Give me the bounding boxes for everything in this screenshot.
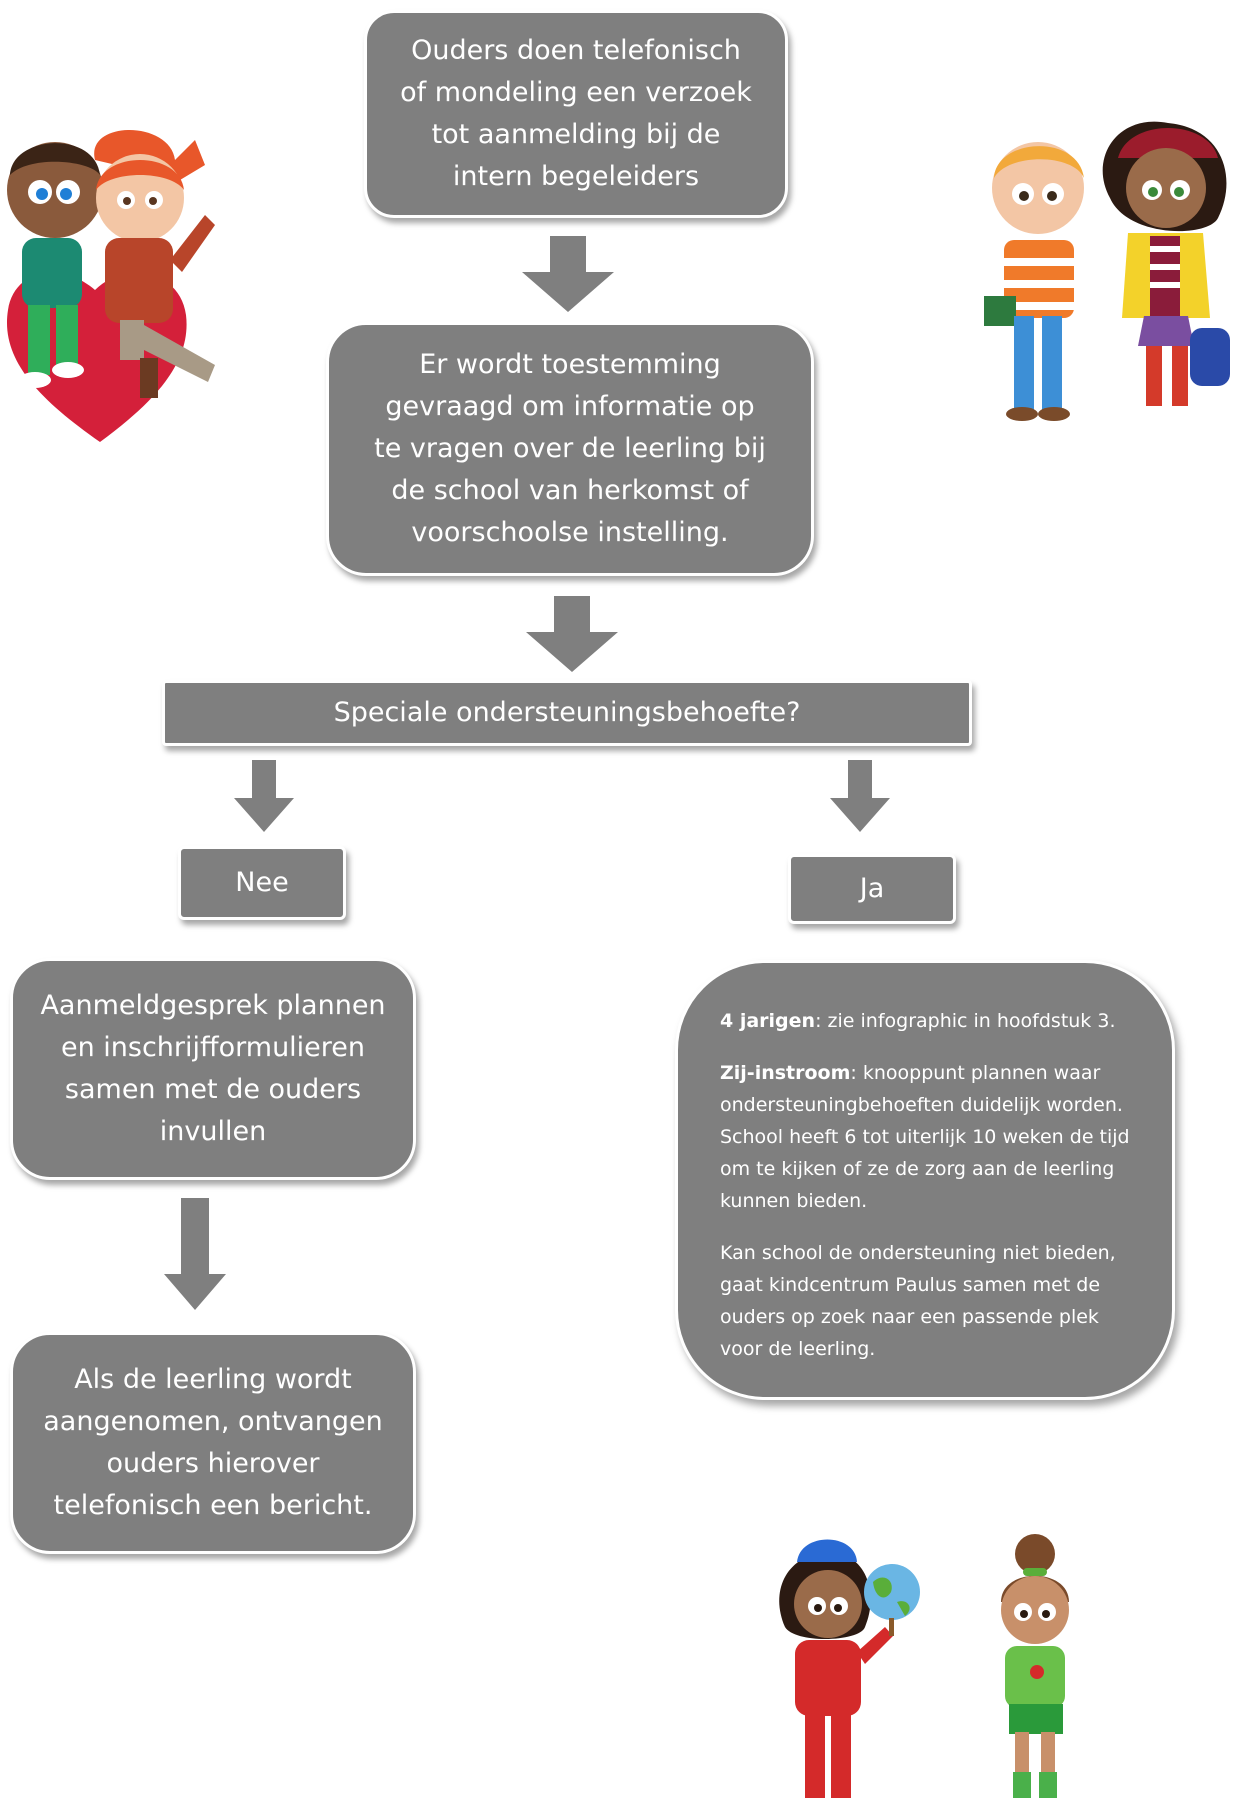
detail-paragraph-4-jarigen: 4 jarigen: zie infographic in hoofdstuk … [720,1005,1142,1037]
yes-label-text: Ja [859,873,885,904]
decision-text: Speciale ondersteuningsbehoefte? [333,697,801,728]
plan-intake-text: Aanmeldgesprek plannen en inschrijfformu… [40,990,386,1147]
special-support-detail-box: 4 jarigen: zie infographic in hoofdstuk … [675,960,1175,1400]
kids-with-backpacks-illustration [984,121,1230,421]
kids-with-globe-illustration [779,1534,1069,1798]
acceptance-message-text: Als de leerling wordt aangenomen, ontvan… [43,1364,383,1521]
step-request-box: Ouders doen telefonisch of mondeling een… [364,10,788,218]
no-label-text: Nee [235,867,289,898]
arrow-down-icon [830,760,890,832]
detail-text-zij-instroom: : knooppunt plannen waar ondersteuningbe… [720,1062,1130,1212]
step-permission-box: Er wordt toestemming gevraagd om informa… [326,322,814,576]
kids-on-heart-illustration [6,130,215,442]
acceptance-message-box: Als de leerling wordt aangenomen, ontvan… [10,1332,416,1554]
decision-box: Speciale ondersteuningsbehoefte? [162,680,972,746]
detail-text-4-jarigen: : zie infographic in hoofdstuk 3. [815,1010,1116,1032]
detail-paragraph-alternative: Kan school de ondersteuning niet bieden,… [720,1242,1116,1360]
arrow-down-icon [164,1198,226,1310]
yes-label-box: Ja [788,854,956,924]
plan-intake-box: Aanmeldgesprek plannen en inschrijfformu… [10,958,416,1180]
detail-paragraph-zij-instroom: Zij-instroom: knooppunt plannen waar ond… [720,1057,1142,1217]
detail-term-zij-instroom: Zij-instroom [720,1062,851,1084]
arrow-down-icon [526,596,618,672]
arrow-down-icon [522,236,614,312]
detail-term-4-jarigen: 4 jarigen [720,1010,816,1032]
step-request-text: Ouders doen telefonisch of mondeling een… [400,35,752,192]
no-label-box: Nee [178,846,346,920]
step-permission-text: Er wordt toestemming gevraagd om informa… [374,349,766,548]
arrow-down-icon [234,760,294,832]
